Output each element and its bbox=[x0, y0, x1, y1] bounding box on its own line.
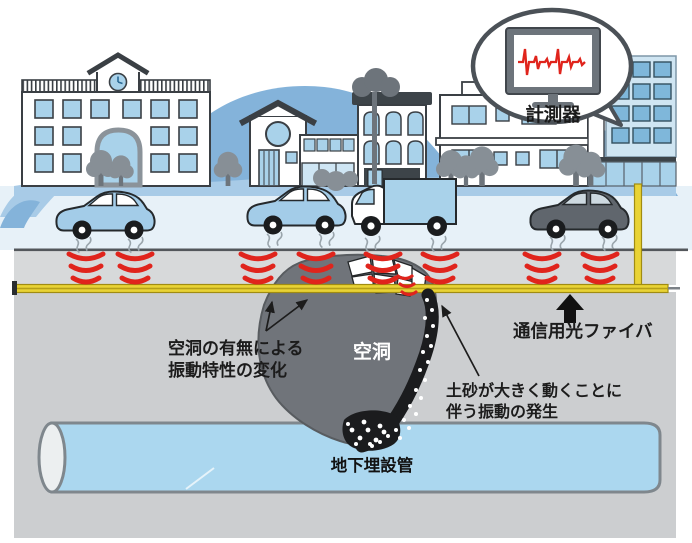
monitor-icon bbox=[505, 27, 601, 108]
speech-bubble: 計測器 bbox=[470, 7, 634, 127]
label-instrument: 計測器 bbox=[525, 104, 581, 125]
waveform-icon bbox=[518, 48, 586, 76]
pointer-arrow bbox=[265, 299, 309, 332]
pipe-highlight bbox=[185, 467, 215, 490]
label-soil-note-line1: 土砂が大きく動くことに bbox=[446, 381, 622, 400]
pointer-arrows bbox=[264, 299, 480, 377]
label-cavity: 空洞 bbox=[353, 340, 391, 363]
vehicles bbox=[55, 178, 630, 241]
label-pipe: 地下埋設管 bbox=[331, 455, 414, 475]
blue-building-windows bbox=[611, 61, 672, 144]
up-arrow-icon bbox=[556, 294, 584, 323]
mini-vibration-waves bbox=[396, 274, 418, 297]
ground-vibration-waves bbox=[69, 254, 617, 297]
school-windows bbox=[34, 99, 198, 173]
buried-pipe bbox=[37, 421, 662, 494]
pointer-arrow bbox=[264, 300, 275, 332]
trees bbox=[86, 68, 606, 191]
apartment-building bbox=[352, 92, 432, 187]
hill bbox=[0, 200, 40, 228]
house-roof bbox=[238, 99, 318, 127]
fiber-end-tick bbox=[12, 281, 17, 295]
optical-fiber bbox=[12, 183, 680, 295]
label-cavity-note-line2: 振動特性の変化 bbox=[168, 360, 287, 380]
label-fiber: 通信用光ファイバ bbox=[513, 321, 653, 341]
label-soil-note-line2: 伴う振動の発生 bbox=[445, 402, 558, 421]
pipe-end-cap bbox=[37, 421, 67, 494]
house-building bbox=[238, 99, 359, 187]
tower-roof bbox=[86, 52, 150, 76]
round-window bbox=[265, 121, 291, 147]
cargo-truck bbox=[351, 178, 457, 236]
rubble-speckles bbox=[346, 298, 435, 448]
soil-rubble bbox=[342, 288, 439, 453]
label-cavity-note-line1: 空洞の有無による bbox=[168, 338, 304, 358]
pointer-arrow bbox=[441, 304, 480, 377]
optical-fiber-vertical-line bbox=[633, 183, 643, 289]
road-surface-line bbox=[14, 248, 688, 252]
